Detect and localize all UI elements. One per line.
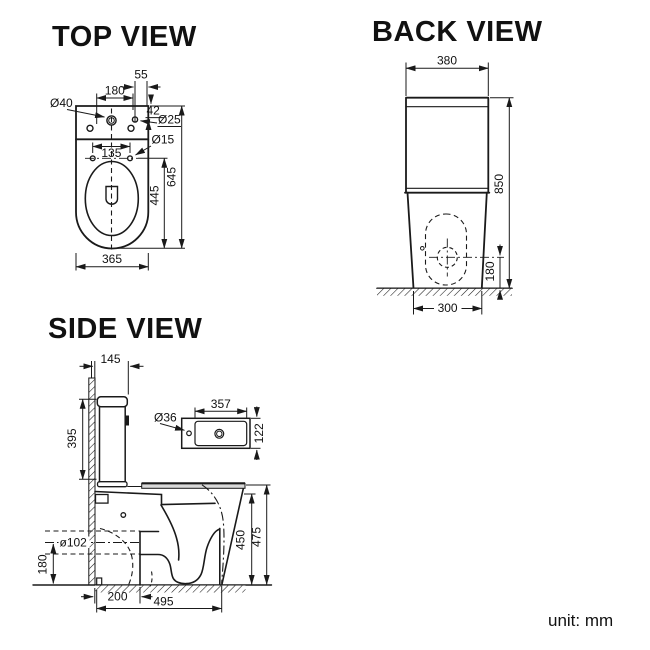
top-label-d15: Ø15 bbox=[152, 133, 175, 147]
bolt-hole-right bbox=[127, 124, 135, 133]
label-background bbox=[58, 536, 90, 548]
inset-cistern-inner bbox=[194, 420, 248, 447]
top-view: TOP VIEW 180 55 Ø40 42 bbox=[50, 21, 197, 271]
top-label-d40: Ø40 bbox=[50, 96, 73, 110]
inset-button-inner bbox=[216, 430, 223, 437]
inset-button-outer bbox=[214, 428, 225, 439]
side-dim-122: 122 bbox=[252, 423, 266, 443]
cistern-outline bbox=[405, 96, 490, 194]
top-dim-55: 55 bbox=[134, 68, 148, 82]
side-dim-357: 357 bbox=[211, 397, 231, 411]
bolt-hole-left bbox=[86, 124, 94, 133]
unit-note: unit: mm bbox=[548, 611, 613, 630]
side-dim-475: 475 bbox=[250, 527, 264, 547]
side-dim-145: 145 bbox=[100, 352, 120, 366]
side-view: SIDE VIEW bbox=[32, 313, 273, 613]
side-label-d36: Ø36 bbox=[154, 411, 177, 425]
back-dim-380: 380 bbox=[437, 54, 457, 68]
side-view-title: SIDE VIEW bbox=[48, 313, 202, 345]
cistern-base-tray bbox=[96, 481, 128, 488]
floor-hatching bbox=[95, 585, 246, 593]
hidden-front-contour bbox=[201, 484, 225, 584]
fill-valve-hole-inner bbox=[108, 117, 115, 124]
back-dim-300: 300 bbox=[438, 301, 458, 315]
pedestal-right-edge bbox=[480, 191, 488, 290]
side-dim-180: 180 bbox=[35, 554, 49, 574]
hidden-curve bbox=[149, 571, 153, 587]
top-dim-365: 365 bbox=[102, 252, 122, 266]
inset-inlet-hole bbox=[186, 430, 192, 437]
back-dim-850: 850 bbox=[492, 174, 506, 194]
back-view: BACK VIEW 380 850 180 bbox=[372, 16, 543, 315]
leader-line bbox=[140, 119, 158, 126]
leader-line bbox=[159, 423, 185, 431]
top-dim-135: 135 bbox=[101, 146, 121, 160]
inset-cistern-outline bbox=[180, 417, 251, 450]
trap-s-curve bbox=[139, 527, 221, 585]
top-dim-645: 645 bbox=[165, 167, 179, 187]
back-view-title: BACK VIEW bbox=[372, 16, 543, 48]
top-dim-445: 445 bbox=[148, 185, 162, 205]
top-label-d25: Ø25 bbox=[158, 113, 181, 127]
hidden-trap-outline bbox=[424, 213, 468, 286]
hidden-inlet-bend bbox=[99, 527, 134, 585]
skirting-block bbox=[96, 577, 103, 586]
bowl-inner-back-curve bbox=[160, 504, 180, 561]
leader-line bbox=[135, 145, 152, 156]
side-dim-200: 200 bbox=[107, 589, 127, 603]
fill-valve-hole bbox=[106, 115, 117, 126]
cistern-lid bbox=[96, 396, 129, 408]
flush-button bbox=[125, 415, 129, 426]
leader-line bbox=[66, 109, 105, 119]
bowl-front-face bbox=[221, 488, 244, 586]
flush-outlet bbox=[105, 185, 119, 205]
side-label-d102: ø102 bbox=[60, 535, 88, 549]
hinge-hole bbox=[120, 512, 127, 518]
pedestal-left-edge bbox=[406, 191, 415, 290]
side-dim-495: 495 bbox=[153, 595, 173, 609]
top-dim-180: 180 bbox=[105, 84, 125, 98]
floor-hatching bbox=[377, 288, 512, 296]
toilet-top-outline bbox=[75, 105, 150, 250]
small-fixing-hole bbox=[420, 246, 425, 251]
top-dim-42: 42 bbox=[147, 104, 161, 118]
inlet-connection bbox=[94, 493, 109, 504]
back-dim-180: 180 bbox=[483, 261, 497, 281]
side-dim-395: 395 bbox=[65, 428, 79, 448]
top-view-title: TOP VIEW bbox=[52, 21, 197, 53]
side-dim-450: 450 bbox=[234, 530, 248, 550]
bowl-rim-profile bbox=[94, 490, 216, 506]
